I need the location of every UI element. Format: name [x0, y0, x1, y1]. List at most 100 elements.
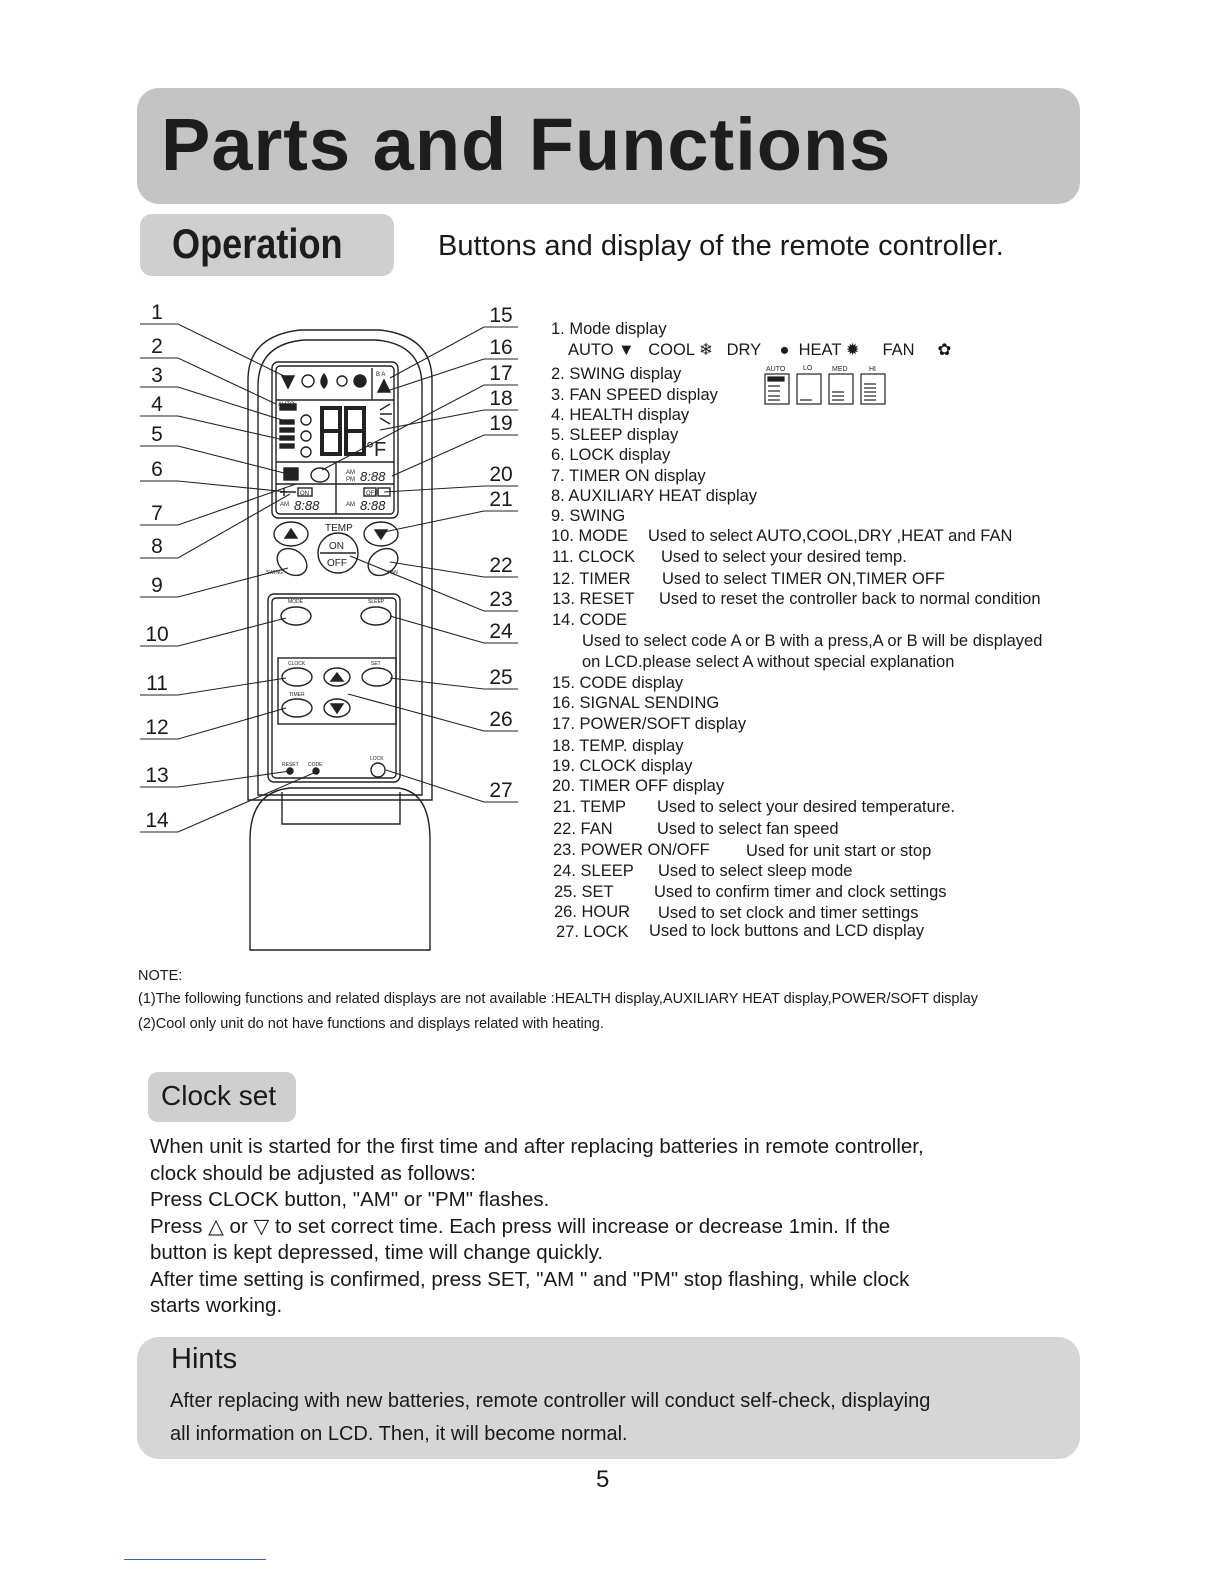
callout-6: 6 [151, 458, 163, 481]
callout-10: 10 [145, 623, 169, 646]
callout-25: 25 [489, 666, 513, 689]
fan-hi-icon [860, 373, 886, 405]
fan-speed-icons: AUTO LO MED HI [764, 365, 886, 405]
note-title: NOTE: [138, 968, 183, 984]
auto-mode-icon: ▼ [618, 341, 635, 359]
callout-18: 18 [489, 387, 513, 410]
function-item-21-name: 21. TEMP [553, 798, 627, 816]
sleep-button [360, 606, 392, 626]
function-item-3: 3. FAN SPEED display [551, 386, 718, 404]
cool-mode-icon: ❄ [699, 341, 713, 359]
callout-24: 24 [489, 620, 513, 643]
function-item-27-desc: Used to lock buttons and LCD display [649, 922, 925, 940]
function-item-18: 18. TEMP. display [552, 737, 684, 755]
timer-button [281, 698, 313, 718]
lcd-timer-on-digits: 8:88 [294, 498, 320, 513]
function-item-8: 8. AUXILIARY HEAT display [551, 487, 758, 505]
callout-5: 5 [151, 423, 163, 446]
lcd-sleep-icon [283, 467, 299, 481]
mode-label: MODE [288, 599, 304, 605]
hints-body: After replacing with new batteries, remo… [170, 1385, 930, 1451]
on-label: ON [329, 541, 344, 552]
page-number: 5 [596, 1466, 610, 1493]
callout-20: 20 [489, 463, 513, 486]
clock-set-line-3: Press CLOCK button, "AM" or "PM" flashes… [150, 1188, 550, 1211]
clock-set-line-5: button is kept depressed, time will chan… [150, 1241, 604, 1264]
lcd-pm-label: PM [346, 477, 355, 483]
remote-controller-diagram: TEMP ON OFF SWING FAN MODE SLEEP CLOCK S… [140, 323, 518, 951]
callout-3: 3 [151, 364, 163, 387]
hour-up-button [323, 667, 351, 687]
callout-13: 13 [145, 764, 169, 787]
timer-label: TIMER [289, 692, 305, 698]
operation-tag-label: Operation [172, 220, 343, 267]
function-item-2: 2. SWING display [551, 365, 682, 383]
hints-box: Hints After replacing with new batteries… [137, 1337, 1080, 1459]
function-item-23-desc: Used for unit start or stop [746, 842, 932, 860]
lcd-timer-off-am: AM [346, 502, 355, 508]
callout-15: 15 [489, 304, 513, 327]
footer-divider [124, 1559, 266, 1560]
function-item-12-name: 12. TIMER [552, 570, 631, 588]
mode-auto-label: AUTO [568, 341, 614, 359]
function-item-22-name: 22. FAN [553, 820, 613, 838]
lcd-signal-icon [379, 403, 392, 425]
clock-set-instructions: When unit is started for the first time … [150, 1134, 1050, 1320]
function-item-17: 17. POWER/SOFT display [552, 715, 747, 733]
code-label: CODE [308, 762, 323, 768]
lcd-dry-icon [320, 372, 328, 389]
function-item-14-name: 14. CODE [552, 611, 628, 629]
callout-4: 4 [151, 393, 163, 416]
callout-2: 2 [151, 335, 163, 358]
mode-fan-label: FAN [882, 341, 915, 359]
hints-title: Hints [171, 1343, 238, 1375]
lcd-auto-label: AUTO [278, 402, 295, 408]
remote-body-outline [247, 329, 433, 801]
fan-speed-hi-label: HI [869, 366, 876, 373]
callout-22: 22 [489, 554, 513, 577]
operation-tag: Operation [140, 214, 394, 276]
callout-12: 12 [145, 716, 169, 739]
function-item-11-name: 11. CLOCK [552, 548, 636, 566]
mode-icons-row: AUTO ▼ COOL ❄ DRY ● HEAT ✹ FAN ✿ [568, 340, 951, 360]
lcd-digit-right [344, 406, 366, 456]
function-item-24-name: 24. SLEEP [553, 862, 634, 880]
function-item-16: 16. SIGNAL SENDING [552, 694, 720, 712]
clock-set-line-6: After time setting is confirmed, press S… [150, 1267, 910, 1291]
function-item-25-name: 25. SET [554, 883, 614, 901]
lcd-timer-off-digits: 8:88 [360, 498, 386, 513]
callout-19: 19 [489, 412, 513, 435]
swing-button [276, 547, 308, 577]
function-item-5: 5. SLEEP display [551, 426, 679, 444]
lcd-clock-digits: 8:88 [360, 469, 386, 484]
set-button [361, 667, 393, 687]
fan-lo-icon [796, 373, 822, 405]
fan-speed-lo-label: LO [803, 365, 813, 372]
callout-7: 7 [151, 502, 163, 525]
function-item-24-desc: Used to select sleep mode [658, 862, 853, 880]
temp-down-button [363, 521, 399, 547]
lcd-am-label: AM [346, 470, 355, 476]
callout-9: 9 [151, 574, 163, 597]
fan-auto-icon [764, 373, 790, 405]
lcd-auto-icon [280, 375, 296, 390]
power-button [317, 532, 359, 574]
heat-mode-icon: ✹ [845, 341, 860, 359]
callout-16: 16 [489, 336, 513, 359]
function-item-15: 15. CODE display [552, 674, 684, 692]
lcd-timer-on-am: AM [280, 502, 289, 508]
function-item-4: 4. HEALTH display [551, 406, 690, 424]
title-banner: Parts and Functions [137, 88, 1080, 204]
lcd-digit-left [320, 406, 342, 456]
lcd-power-soft-icon [310, 467, 330, 483]
lcd-heat-icon [336, 375, 348, 387]
callout-8: 8 [151, 535, 163, 558]
note-line-2: (2)Cool only unit do not have functions … [138, 1016, 604, 1032]
fan-speed-auto-label: AUTO [766, 366, 786, 373]
clock-label: CLOCK [288, 661, 306, 667]
clock-set-tag: Clock set [148, 1072, 296, 1122]
temp-up-button [273, 521, 309, 547]
function-item-22-desc: Used to select fan speed [657, 820, 839, 838]
sleep-label: SLEEP [368, 599, 385, 605]
mode-heat-label: HEAT [798, 341, 842, 359]
